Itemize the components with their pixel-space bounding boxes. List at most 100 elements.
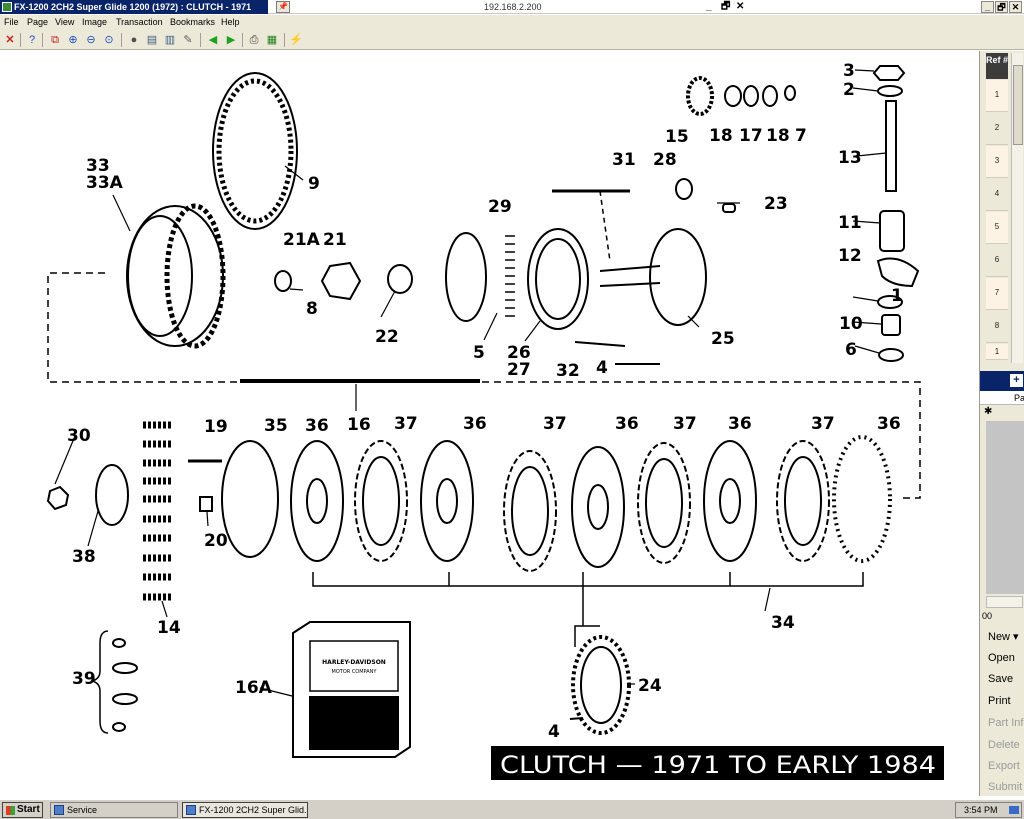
ref-row[interactable]: 4 [986,179,1008,211]
export-button[interactable]: Export [988,760,1020,772]
rdp-minimize-button[interactable]: _ [706,1,712,12]
ref-row[interactable]: 8 [986,311,1008,343]
rdp-close-button[interactable]: ✕ [736,1,745,12]
info-icon[interactable]: ● [130,34,138,46]
forward-green-icon[interactable]: ▶ [226,34,236,46]
page-icon[interactable]: ▤ [146,34,158,46]
delete-button[interactable]: Delete [988,739,1020,751]
toolbar-separator [121,33,122,47]
minimize-button[interactable]: _ [981,1,994,13]
part-10-bushing [881,314,901,336]
zoom-fit-icon[interactable]: ⊙ [104,34,114,46]
callout-4: 4 [596,358,608,378]
exploded-view-drawing: HARLEY-DAVIDSON MOTOR COMPANY 1 2 3 4 4 … [46,61,944,780]
part-2-washer [877,85,903,97]
grid-icon[interactable]: ▦ [266,34,278,46]
remote-host-label: 192.168.2.200 [484,2,542,12]
ref-scrollbar[interactable] [1011,53,1023,363]
callout-2: 2 [843,80,855,100]
part-1-washer [877,295,903,309]
callout-39: 39 [72,669,96,689]
close-red-icon[interactable]: ✕ [5,34,15,46]
restore-button[interactable]: 🗗 [995,1,1008,13]
toolbar-separator [200,33,201,47]
part-36-friction-disc [571,446,625,568]
new-button[interactable]: New ▾ [988,631,1019,643]
callout-29: 29 [488,197,512,217]
start-button[interactable]: Start [2,802,43,818]
clock[interactable]: 3:54 PM [964,805,998,815]
print-button[interactable]: Print [988,695,1011,707]
part-35-pressure-plate [221,440,279,558]
callout-38: 38 [72,547,96,567]
monitor-icon[interactable] [1009,806,1019,814]
toolbar: ✕ ? ⧉ ⊕ ⊖ ⊙ ● ▤ ▥ ✎ ◀ ▶ ⎙ ▦ ⚡ [0,30,1024,50]
menu-help[interactable]: Help [221,17,240,27]
part-12-lever [876,257,920,288]
new-page-icon[interactable]: ▥ [164,34,176,46]
callout-8: 8 [306,299,318,319]
new-row-marker: ✱ [984,406,993,417]
link-icon[interactable]: ⚡ [289,34,303,46]
parts-column-header[interactable]: Pa [980,391,1024,405]
parts-hscrollbar[interactable] [986,596,1023,608]
start-label: Start [17,804,40,815]
add-part-button[interactable]: + [1010,374,1023,387]
ref-row[interactable]: 1 [986,344,1008,360]
taskbar-item-service[interactable]: Service [50,802,178,818]
zoom-in-icon[interactable]: ⊕ [68,34,78,46]
right-panel: Ref # 1 2 3 4 5 6 7 8 1 + Pa ✱ 00 New ▾ … [979,51,1024,796]
menu-file[interactable]: File [4,17,19,27]
system-tray: 3:54 PM [955,802,1022,818]
rdp-restore-button[interactable]: 🗗 [721,1,731,12]
callout-12: 12 [838,246,862,266]
open-button[interactable]: Open [988,652,1015,664]
save-button[interactable]: Save [988,673,1014,685]
print-icon[interactable]: ⎙ [249,34,259,46]
part-37-steel-disc [354,440,408,562]
pin-icon[interactable]: 📌 [276,1,290,13]
menu-image[interactable]: Image [82,17,108,27]
part-32-pin [574,341,626,347]
ref-row[interactable]: 3 [986,146,1008,178]
callout-9: 9 [308,174,320,194]
part-info-button[interactable]: Part Inf [988,717,1024,729]
menu-view[interactable]: View [55,17,75,27]
zoom-out-icon[interactable]: ⊖ [86,34,96,46]
callout-15: 15 [665,127,689,147]
callout-18: 18 [709,126,733,146]
taskbar-item-label: Service [67,805,98,815]
close-button[interactable]: ✕ [1009,1,1022,13]
callout-1: 1 [891,286,903,306]
ref-row[interactable]: 2 [986,113,1008,145]
help-icon[interactable]: ? [28,34,36,46]
submit-button[interactable]: Submit [988,781,1023,793]
scrollbar-thumb[interactable] [1013,65,1023,145]
toolbar-separator [42,33,43,47]
callout-11: 11 [838,213,862,233]
callout-33: 33 [86,156,110,176]
taskbar-item-parts-viewer[interactable]: FX-1200 2CH2 Super Glid... [182,802,308,818]
back-green-icon[interactable]: ◀ [208,34,218,46]
menu-transaction[interactable]: Transaction [116,17,163,27]
callout-30: 30 [67,426,91,446]
callout-21a: 21A [283,230,321,250]
menu-bookmarks[interactable]: Bookmarks [170,17,216,27]
edit-icon[interactable]: ✎ [183,34,193,46]
app-icon [2,2,12,12]
diagram-banner: CLUTCH — 1971 TO EARLY 1984 [500,751,936,779]
parts-count: 00 [982,611,993,621]
ref-row[interactable]: 7 [986,278,1008,310]
ref-row[interactable]: 6 [986,245,1008,277]
callout-7: 7 [795,126,807,146]
part-21-nut [320,261,362,301]
copy-icon[interactable]: ⧉ [51,34,59,46]
callout-16a: 16A [235,678,273,698]
ref-row[interactable]: 5 [986,212,1008,244]
callout-6: 6 [845,340,857,360]
windows-logo-icon [6,806,15,815]
ref-row[interactable]: 1 [986,80,1008,112]
callout-26: 26 [507,343,531,363]
callout-4: 4 [548,722,560,742]
menu-page[interactable]: Page [27,17,49,27]
